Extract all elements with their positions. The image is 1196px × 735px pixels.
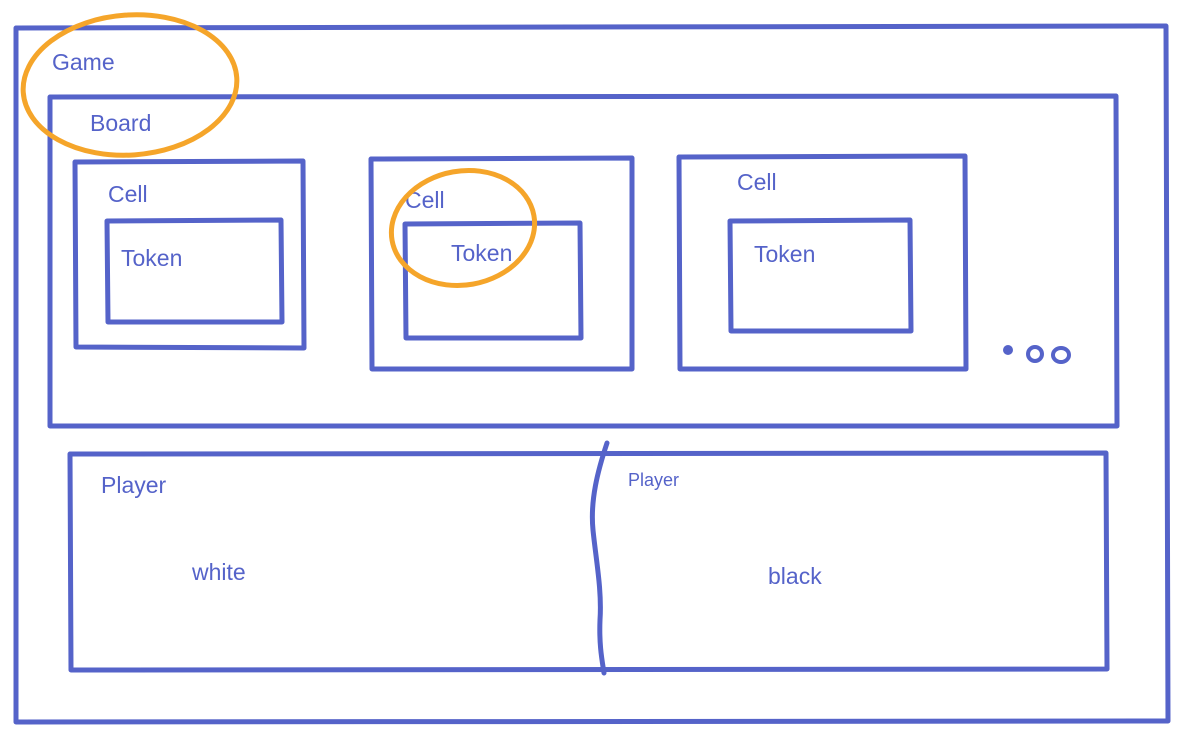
ellipsis-scribble	[1003, 345, 1071, 364]
players-frame	[67, 450, 1110, 673]
player-black: Player black	[628, 470, 822, 589]
game-box: Game	[13, 23, 1171, 725]
ellipsis-dot-1	[1003, 345, 1013, 355]
ellipsis-dot-2	[1026, 345, 1044, 363]
highlight-circle-cell-token	[388, 167, 538, 289]
token-2-frame	[402, 220, 584, 341]
highlight-circle-game	[20, 12, 240, 158]
token-3-frame	[727, 217, 914, 334]
ellipsis-dot-3	[1051, 346, 1071, 364]
player-white-color: white	[191, 559, 246, 585]
board-box: Board	[47, 93, 1120, 429]
cell-2-frame	[368, 155, 635, 372]
token-3-label: Token	[754, 241, 815, 267]
board-frame	[47, 93, 1120, 429]
players-divider	[589, 440, 610, 676]
cell-1-label: Cell	[108, 181, 148, 207]
token-1: Token	[104, 217, 285, 325]
cell-3-frame	[676, 153, 969, 372]
cell-1-frame	[72, 158, 307, 351]
cell-3: Cell Token	[676, 153, 969, 372]
players-box: Player white Player black	[67, 440, 1110, 676]
board-label: Board	[90, 110, 151, 136]
player-black-label: Player	[628, 470, 679, 490]
highlight-annotations	[20, 12, 538, 289]
token-1-label: Token	[121, 245, 182, 271]
player-black-color: black	[768, 563, 822, 589]
token-1-frame	[104, 217, 285, 325]
token-2: Token	[402, 220, 584, 341]
cell-3-label: Cell	[737, 169, 777, 195]
game-label: Game	[52, 49, 115, 75]
cell-1: Cell Token	[72, 158, 307, 351]
token-2-label: Token	[451, 240, 512, 266]
game-frame	[13, 23, 1171, 725]
player-white-label: Player	[101, 472, 167, 498]
player-white: Player white	[101, 472, 246, 585]
token-3: Token	[727, 217, 914, 334]
